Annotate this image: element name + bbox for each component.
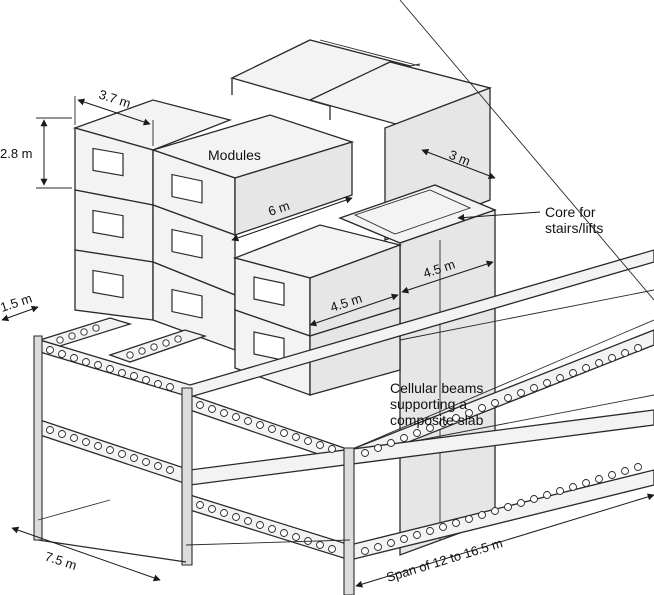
dimension-lines: [1, 96, 654, 588]
module-stack-left: [72, 99, 233, 321]
label-core-line1: Core for: [545, 204, 596, 220]
core-structure: [338, 184, 497, 556]
label-cellular: Cellular beams supporting a composite sl…: [390, 380, 487, 428]
dim-module-length: 6 m: [266, 198, 291, 219]
module-stack-middle: [150, 114, 355, 351]
dim-edge: 1.5 m: [0, 291, 34, 315]
label-core: Core for stairs/lifts: [545, 204, 603, 236]
dim-module-width: 3.7 m: [97, 87, 133, 111]
label-modules: Modules: [208, 147, 261, 163]
dim-frame-bay: 7.5 m: [43, 549, 79, 573]
dim-module-height: 2.8 m: [0, 146, 33, 161]
label-core-line2: stairs/lifts: [545, 220, 603, 236]
cellular-beam-frame: [33, 0, 654, 595]
